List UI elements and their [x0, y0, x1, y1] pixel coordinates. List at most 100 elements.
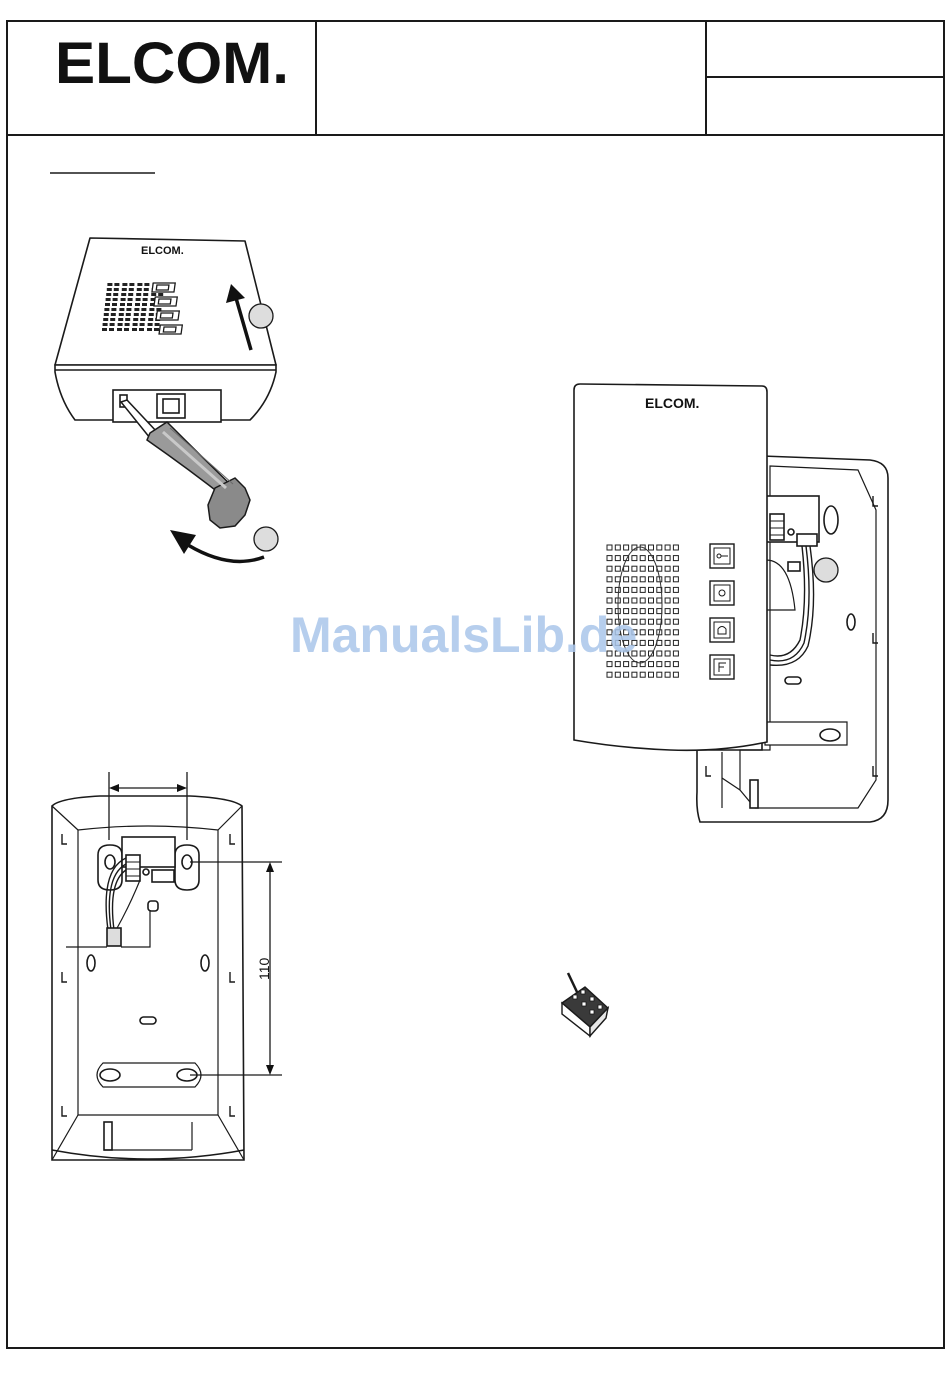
grille-slot [140, 318, 145, 321]
grille-slot [121, 298, 126, 301]
grille-hole [624, 587, 629, 592]
grille-hole [665, 662, 670, 667]
bell-button [710, 618, 734, 642]
grille-slot [117, 328, 122, 331]
grille-hole [624, 545, 629, 550]
grille-hole [640, 651, 645, 656]
grille-hole [649, 577, 654, 582]
rotate-arrow-icon [170, 530, 264, 561]
grille-hole [649, 609, 654, 614]
grille-slot [148, 318, 153, 321]
grille-hole [649, 672, 654, 677]
grille-hole [632, 672, 637, 677]
grille-slot [109, 328, 114, 331]
grille-slot [122, 288, 127, 291]
grille-hole [607, 587, 612, 592]
grille-slot [158, 293, 163, 296]
grille-slot [110, 323, 115, 326]
grille-hole [640, 556, 645, 561]
grille-slot [149, 308, 154, 311]
grille-hole [607, 577, 612, 582]
grille-hole [607, 619, 612, 624]
grille-hole [615, 545, 620, 550]
step-marker-2 [254, 527, 278, 551]
grille-slot [140, 323, 145, 326]
grille-hole [673, 545, 678, 550]
grille-slot [104, 313, 109, 316]
grille-hole [640, 672, 645, 677]
grille-hole [649, 598, 654, 603]
grille-hole [673, 630, 678, 635]
grille-slot [113, 293, 118, 296]
grille-hole [665, 556, 670, 561]
door-open-button [710, 544, 734, 568]
grille-hole [673, 662, 678, 667]
grille-slot [143, 293, 148, 296]
grille-hole [607, 640, 612, 645]
grille-hole [649, 640, 654, 645]
grille-slot [103, 318, 108, 321]
grille-hole [632, 566, 637, 571]
grille-hole [665, 651, 670, 656]
grille-slot [134, 308, 139, 311]
grille-slot [114, 288, 119, 291]
grille-hole [649, 630, 654, 635]
grille-slot [136, 298, 141, 301]
grille-slot [118, 323, 123, 326]
grille-hole [649, 566, 654, 571]
grille-hole [640, 598, 645, 603]
connector-plug-icon [562, 973, 608, 1036]
grille-hole [632, 619, 637, 624]
grille-slot [126, 313, 131, 316]
grille-slot [106, 293, 111, 296]
grille-hole [632, 587, 637, 592]
dimension-label-110: 110 [256, 957, 272, 980]
grille-slot [139, 328, 144, 331]
grille-hole [665, 566, 670, 571]
grille-hole [624, 577, 629, 582]
grille-hole [607, 545, 612, 550]
grille-slot [119, 308, 124, 311]
grille-hole [673, 587, 678, 592]
grille-slot [141, 313, 146, 316]
grille-hole [657, 672, 662, 677]
grille-hole [607, 556, 612, 561]
call-button-3 [156, 311, 179, 320]
grille-hole [624, 598, 629, 603]
grille-hole [632, 630, 637, 635]
grille-hole [673, 640, 678, 645]
bell-icon [718, 627, 726, 635]
grille-hole [640, 640, 645, 645]
grille-slot [129, 283, 134, 286]
grille-hole [632, 651, 637, 656]
grille-hole [615, 672, 620, 677]
grille-hole [607, 662, 612, 667]
grille-slot [133, 318, 138, 321]
grille-slot [128, 293, 133, 296]
grille-hole [673, 556, 678, 561]
grille-slot [155, 323, 160, 326]
grille-hole [673, 619, 678, 624]
grille-slot [104, 308, 109, 311]
grille-hole [615, 556, 620, 561]
grille-hole [640, 577, 645, 582]
grille-hole [657, 545, 662, 550]
grille-slot [120, 303, 125, 306]
grille-slot [124, 328, 129, 331]
grille-hole [607, 609, 612, 614]
grille-slot [103, 323, 108, 326]
grille-slot [144, 283, 149, 286]
grille-slot [132, 328, 137, 331]
light-button [710, 581, 734, 605]
grille-hole [649, 619, 654, 624]
grille-hole [673, 609, 678, 614]
grille-hole [640, 566, 645, 571]
grille-slot [125, 318, 130, 321]
grille-slot [137, 283, 142, 286]
top-device-logo: ELCOM. [141, 245, 184, 257]
grille-hole [640, 630, 645, 635]
grille-hole [624, 672, 629, 677]
call-button-4 [159, 325, 182, 334]
grille-hole [640, 587, 645, 592]
